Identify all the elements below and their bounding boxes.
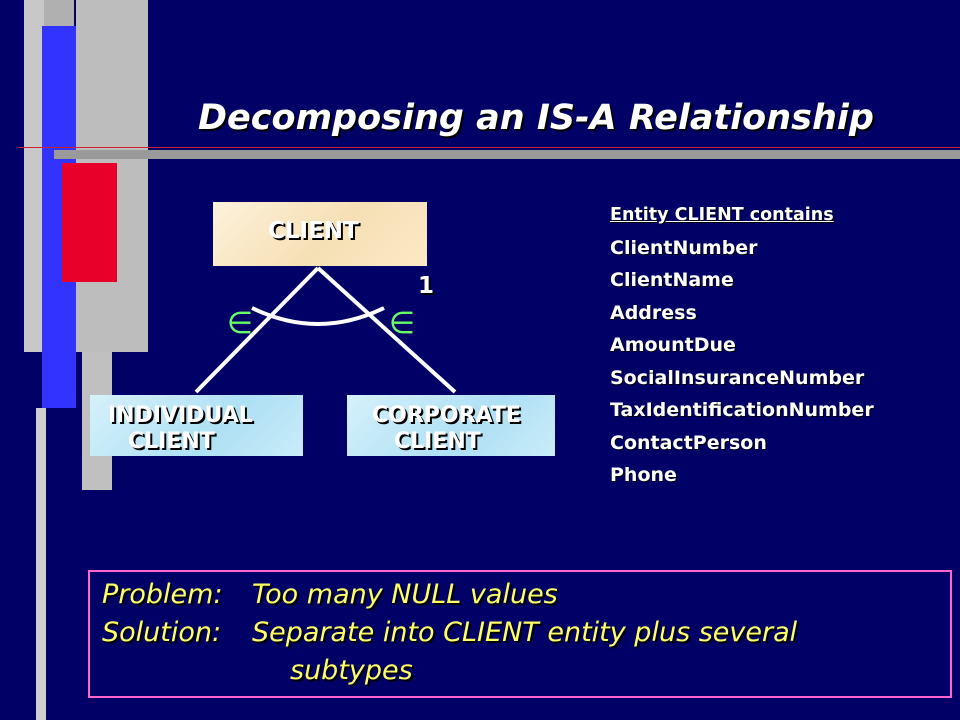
attribute-item: TaxIdentificationNumber [610,399,874,421]
entity-individual-line2: CLIENT [128,429,215,454]
connector-left [194,266,320,394]
note-solution-text: Separate into CLIENT entity plus several [252,617,798,648]
attribute-item: Address [610,301,697,324]
membership-right-icon: ∈ [389,306,415,341]
attribute-list: Entity CLIENT contains ClientNumber Clie… [610,202,874,495]
decor-rule-shadow [54,150,960,159]
entity-client: CLIENT [213,202,427,266]
attribute-item: AmountDue [610,334,736,356]
note-problem-label: Problem: [102,579,223,610]
entity-individual-client: INDIVIDUAL CLIENT [90,395,303,456]
decor-rule-red [18,147,960,148]
note-problem: Problem: Too many NULL values [102,579,558,610]
note-problem-text: Too many NULL values [252,579,558,610]
attribute-heading: Entity CLIENT contains [610,205,834,225]
entity-corporate-client: CORPORATE CLIENT [347,395,555,456]
attribute-item: Phone [610,464,677,486]
connector-right [316,266,457,394]
cardinality-label: 1 [418,273,435,299]
decor-bar-gray-1 [24,0,44,352]
membership-left-icon: ∈ [227,306,253,341]
attribute-item: ClientName [610,269,734,291]
entity-individual-line1: INDIVIDUAL [108,403,253,428]
slide-title: Decomposing an IS-A Relationship [198,98,874,138]
note-solution-continued: subtypes [290,655,413,686]
note-solution-label: Solution: [102,617,222,648]
disjoint-arc [251,306,385,326]
decor-bar-gray-5 [36,408,46,720]
entity-corporate-line1: CORPORATE [372,403,521,428]
decor-bar-red [62,163,117,282]
note-box [88,570,952,698]
attribute-item: ContactPerson [610,431,767,454]
note-solution: Solution: Separate into CLIENT entity plu… [102,617,797,648]
attribute-item: ClientNumber [610,236,758,259]
entity-corporate-line2: CLIENT [394,429,481,454]
attribute-item: SocialInsuranceNumber [610,366,865,389]
decor-bar-gray-2 [44,0,74,26]
entity-client-label: CLIENT [268,218,359,244]
